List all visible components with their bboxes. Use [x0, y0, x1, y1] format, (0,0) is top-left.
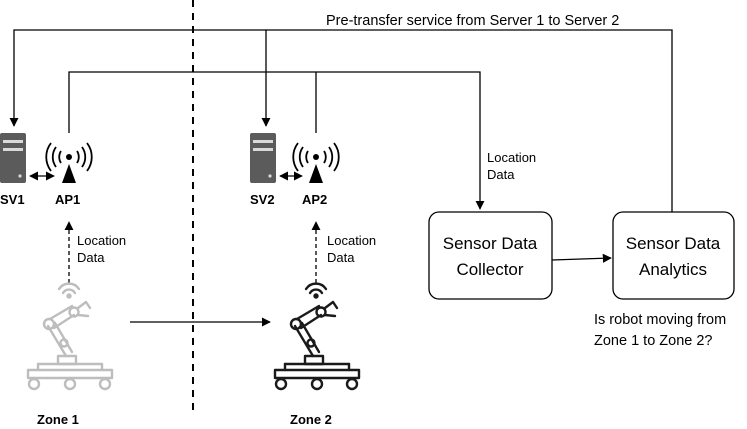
location-path-ap1 — [68, 71, 485, 210]
ap1-label: AP1 — [55, 192, 80, 207]
robot-arm-zone2-icon — [273, 282, 361, 391]
sensor-data-analytics-box — [612, 211, 735, 300]
collector-to-analytics-arrow — [551, 253, 612, 263]
question-label-2: Zone 1 to Zone 2? — [594, 333, 713, 349]
zone1-uplink-label-1: Location — [77, 233, 126, 248]
access-point-ap1-icon — [45, 142, 93, 183]
pretransfer-path-sv2 — [261, 29, 673, 212]
zone2-label: Zone 2 — [290, 412, 332, 427]
zone2-uplink-label-2: Data — [327, 250, 355, 265]
server-sv1-icon — [0, 133, 26, 183]
collector-input-label-1: Location — [487, 150, 536, 165]
collector-input-label-2: Data — [487, 167, 515, 182]
pretransfer-label: Pre-transfer service from Server 1 to Se… — [326, 13, 619, 29]
zone1-label: Zone 1 — [37, 412, 79, 427]
analytics-label-2: Analytics — [639, 260, 707, 279]
zone1-uplink-label-2: Data — [77, 250, 105, 265]
collector-label-2: Collector — [456, 260, 523, 279]
pretransfer-path-sv1 — [9, 29, 266, 127]
sensor-data-collector-box — [428, 211, 553, 300]
access-point-ap2-icon — [292, 142, 340, 183]
sv1-label: SV1 — [0, 192, 25, 207]
sv2-label: SV2 — [250, 192, 275, 207]
server-sv2-icon — [250, 133, 276, 183]
question-label-1: Is robot moving from — [594, 312, 726, 328]
collector-label-1: Sensor Data — [443, 234, 538, 253]
zone2-uplink-label-1: Location — [327, 233, 376, 248]
analytics-label-1: Sensor Data — [626, 234, 721, 253]
ap2-label: AP2 — [302, 192, 327, 207]
robot-arm-zone1-icon — [26, 282, 114, 391]
